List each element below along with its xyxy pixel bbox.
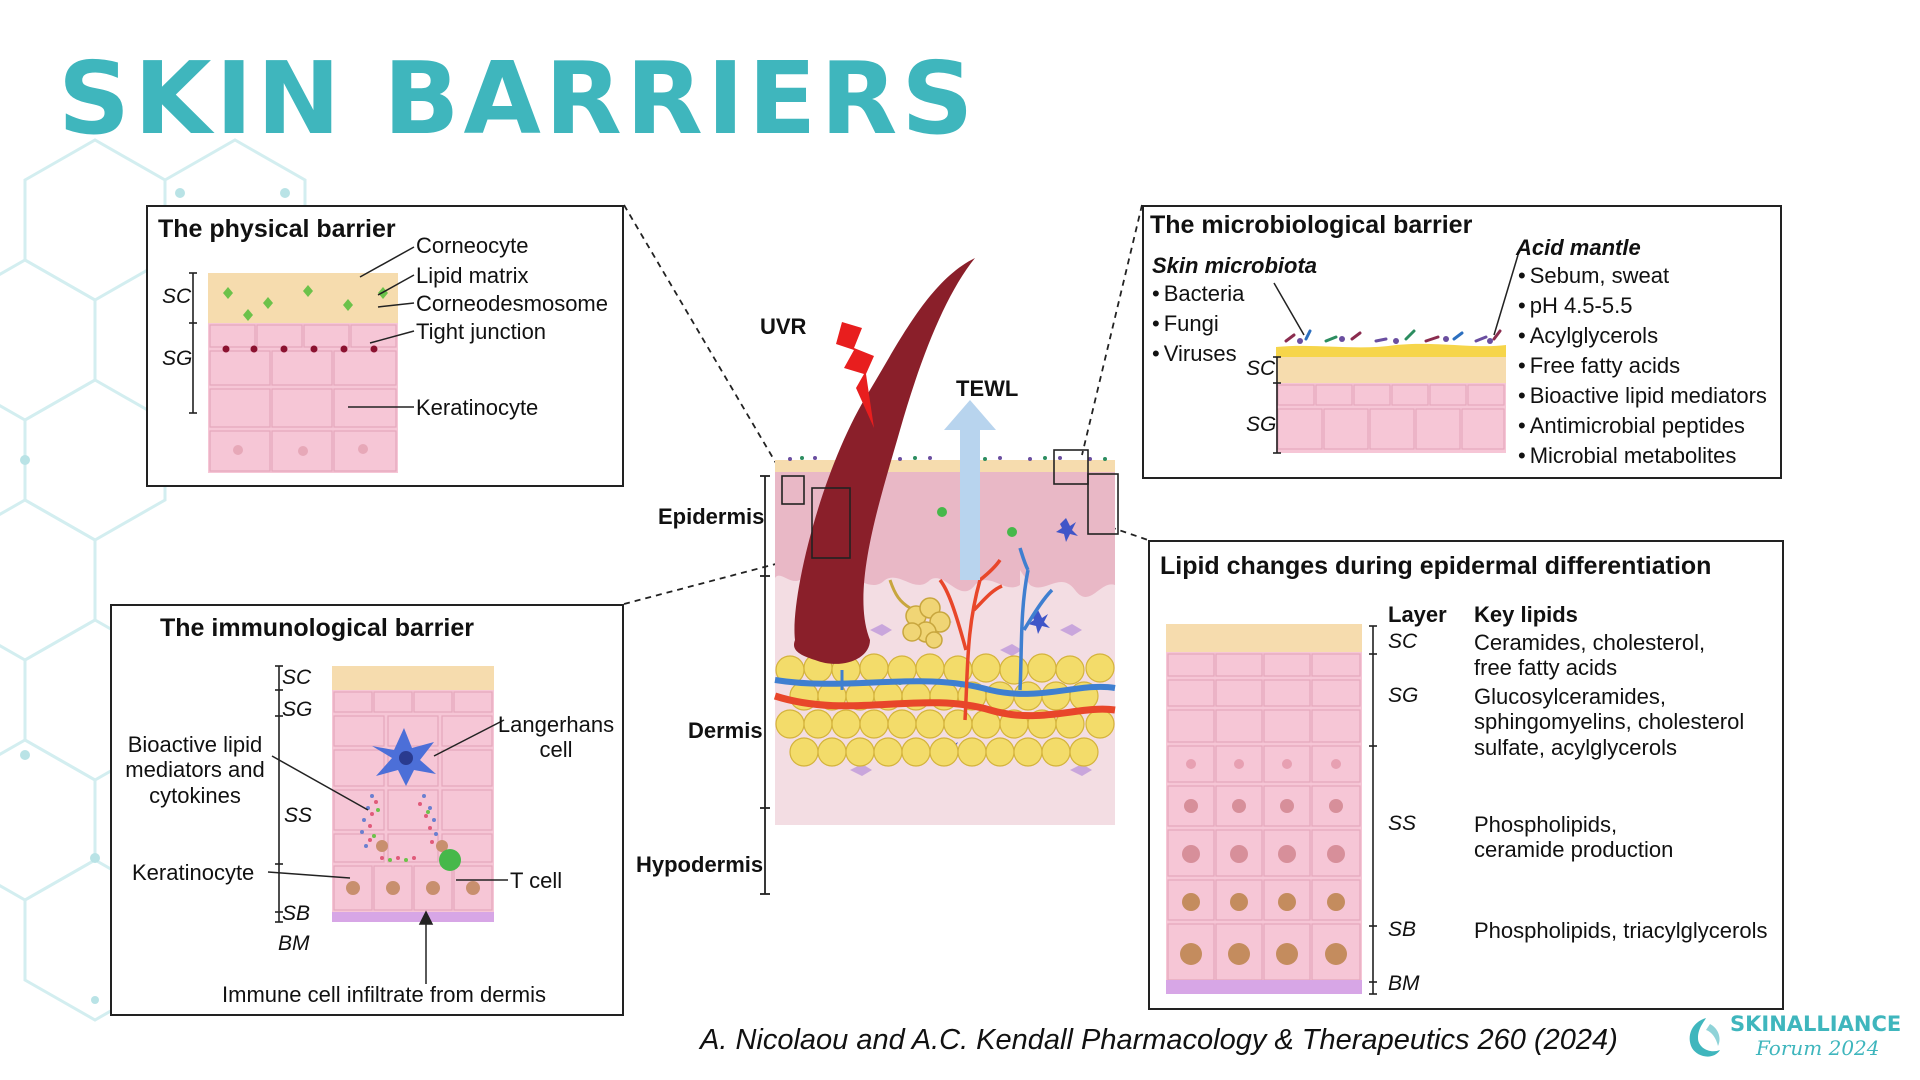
microbiological-layer-brackets	[1273, 356, 1281, 454]
label-corneodesmosome: Corneodesmosome	[416, 291, 608, 316]
skinalliance-logo: SKINALLIANCE Forum 2024	[1684, 1012, 1904, 1072]
microbiological-barrier-title: The microbiological barrier	[1150, 211, 1473, 239]
lipid-row-lipids: Glucosylceramides, sphingomyelins, chole…	[1474, 684, 1745, 760]
label-keratinocyte: Keratinocyte	[416, 395, 539, 420]
label-tewl: TEWL	[956, 376, 1019, 401]
acid-mantle-item: Sebum, sweat	[1518, 261, 1767, 291]
skin-cross-section	[773, 258, 1119, 825]
physical-layer-brackets	[189, 272, 197, 414]
center-layer-bracket	[760, 475, 770, 895]
lipid-row-layer: SS	[1388, 812, 1417, 835]
acid-mantle-item: pH 4.5-5.5	[1518, 291, 1767, 321]
acid-mantle-item: Antimicrobial peptides	[1518, 411, 1767, 441]
immunological-layer-brackets	[275, 665, 283, 923]
lipid-row-layer: SC	[1388, 630, 1418, 653]
immunological-leader-lines	[267, 719, 508, 984]
immuno-layer-sc: SC	[282, 666, 312, 689]
label-hypodermis: Hypodermis	[636, 852, 764, 877]
microbiota-list: Bacteria Fungi Viruses	[1152, 279, 1245, 369]
immuno-layer-sb: SB	[282, 902, 311, 925]
microbiological-barrier-panel: The microbiological barrier Skin microbi…	[1142, 205, 1782, 479]
lipid-layer-bm: BM	[1388, 972, 1420, 995]
lipid-row-layer: SG	[1388, 684, 1419, 707]
microbiota-item: Fungi	[1152, 309, 1244, 339]
microbiological-illustration	[1276, 329, 1506, 453]
label-bioactive-lipid-mediators: Bioactive lipid mediators and cytokines	[125, 732, 265, 808]
acid-mantle-item: Bioactive lipid mediators	[1518, 381, 1767, 411]
acid-mantle-list: Sebum, sweat pH 4.5-5.5 Acylglycerols Fr…	[1518, 261, 1767, 471]
acid-mantle-item: Acylglycerols	[1518, 321, 1767, 351]
physical-barrier-panel: The physical barrier SC SG	[146, 205, 624, 487]
label-uvr: UVR	[760, 314, 807, 339]
skin-microbiota-heading: Skin microbiota	[1152, 253, 1318, 278]
immuno-layer-sg: SG	[282, 698, 313, 721]
physical-barrier-illustration	[208, 273, 398, 473]
lipid-col-key-lipids: Key lipids	[1474, 602, 1578, 627]
lipid-row-lipids: Phospholipids, ceramide production	[1474, 812, 1674, 863]
lipid-row-layer: SB	[1388, 918, 1417, 941]
label-dermis: Dermis	[688, 718, 763, 743]
label-epidermis: Epidermis	[658, 504, 765, 529]
logo-subtext: Forum 2024	[1756, 1036, 1880, 1060]
lipid-row-lipids: Phospholipids, triacylglycerols	[1474, 918, 1768, 943]
lipid-row-lipids: Ceramides, cholesterol, free fatty acids	[1474, 630, 1706, 681]
lipid-layers-illustration	[1166, 624, 1362, 994]
micro-layer-sc: SC	[1246, 357, 1276, 380]
label-corneocyte: Corneocyte	[416, 233, 529, 258]
immunological-barrier-title: The immunological barrier	[160, 614, 474, 642]
microbiota-item: Viruses	[1152, 339, 1244, 369]
immuno-layer-bm: BM	[278, 932, 310, 955]
logo-mark-icon	[1689, 1018, 1720, 1057]
microbiological-leader-lines	[1273, 254, 1519, 336]
label-langerhans-cell: Langerhans cell	[497, 712, 615, 763]
physical-leader-lines	[348, 246, 415, 408]
lipid-changes-panel: Lipid changes during epidermal different…	[1148, 540, 1784, 1010]
label-t-cell: T cell	[510, 868, 563, 893]
acid-mantle-item: Free fatty acids	[1518, 351, 1767, 381]
physical-layer-sg: SG	[162, 347, 193, 370]
label-tight-junction: Tight junction	[416, 319, 547, 344]
acid-mantle-item: Microbial metabolites	[1518, 441, 1767, 471]
micro-layer-sg: SG	[1246, 413, 1277, 436]
label-immune-infiltrate: Immune cell infiltrate from dermis	[222, 982, 546, 1007]
label-keratinocyte-immuno: Keratinocyte	[132, 860, 255, 885]
lipid-layer-brackets	[1369, 625, 1377, 995]
immunological-barrier-panel: The immunological barrier	[110, 604, 624, 1016]
physical-layer-sc: SC	[162, 285, 192, 308]
lipid-changes-title: Lipid changes during epidermal different…	[1160, 552, 1712, 580]
physical-barrier-title: The physical barrier	[158, 215, 396, 243]
acid-mantle-heading: Acid mantle	[1516, 235, 1641, 260]
page-title: SKIN BARRIERS	[58, 40, 978, 157]
immunological-illustration	[332, 666, 494, 922]
citation: A. Nicolaou and A.C. Kendall Pharmacolog…	[700, 1024, 1618, 1056]
label-lipid-matrix: Lipid matrix	[416, 263, 529, 288]
microbiota-item: Bacteria	[1152, 279, 1245, 309]
lipid-col-layer: Layer	[1388, 602, 1447, 627]
logo-text: SKINALLIANCE	[1730, 1012, 1902, 1036]
immuno-layer-ss: SS	[284, 804, 313, 827]
